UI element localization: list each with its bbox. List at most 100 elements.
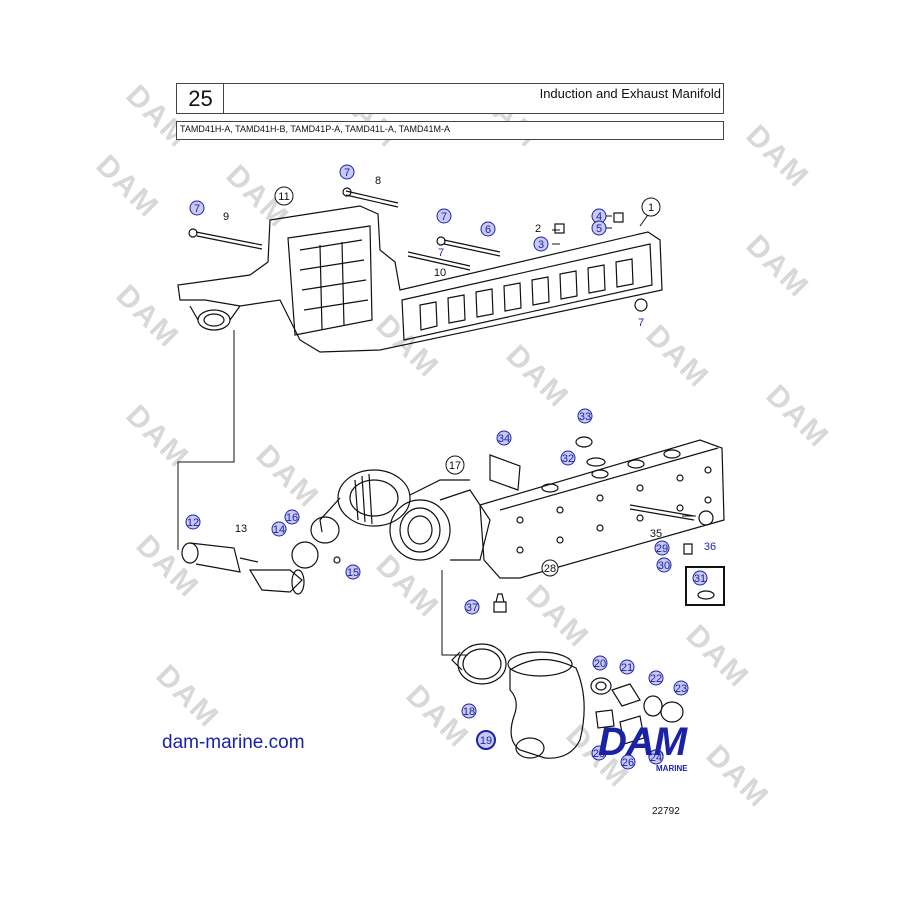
svg-text:7: 7 bbox=[194, 203, 200, 215]
callout-5: 5 bbox=[591, 220, 607, 236]
svg-text:30: 30 bbox=[658, 560, 670, 572]
callout-16: 16 bbox=[284, 509, 300, 525]
callout-18: 18 bbox=[461, 703, 477, 719]
svg-text:21: 21 bbox=[621, 662, 633, 674]
svg-text:17: 17 bbox=[449, 460, 461, 472]
section-title: Induction and Exhaust Manifold bbox=[539, 86, 721, 101]
section-title-box: Induction and Exhaust Manifold bbox=[223, 83, 724, 114]
svg-text:34: 34 bbox=[498, 433, 510, 445]
logo-subtext: MARINE bbox=[656, 764, 688, 773]
callout-15: 15 bbox=[345, 564, 361, 580]
hose-clamp bbox=[451, 643, 507, 685]
svg-text:7: 7 bbox=[438, 247, 444, 259]
callout-2: 2 bbox=[535, 223, 541, 235]
brand-logo: DAM MARINE bbox=[598, 720, 738, 774]
svg-text:13: 13 bbox=[235, 523, 247, 535]
svg-text:7: 7 bbox=[638, 317, 644, 329]
callout-22: 22 bbox=[648, 670, 664, 686]
callout-36: 36 bbox=[704, 541, 716, 553]
callout-20: 20 bbox=[592, 655, 608, 671]
svg-text:2: 2 bbox=[535, 223, 541, 235]
stud-and-nut bbox=[629, 504, 714, 555]
svg-text:7: 7 bbox=[441, 211, 447, 223]
induction-manifold bbox=[177, 205, 663, 353]
svg-text:18: 18 bbox=[463, 706, 475, 718]
callout-37: 37 bbox=[464, 599, 480, 615]
callout-21: 21 bbox=[619, 659, 635, 675]
clamps bbox=[291, 516, 341, 569]
svg-text:4: 4 bbox=[596, 211, 602, 223]
detail-box-31 bbox=[685, 566, 725, 606]
svg-text:26: 26 bbox=[622, 757, 634, 769]
callout-14: 14 bbox=[271, 521, 287, 537]
callout-23: 23 bbox=[673, 680, 689, 696]
callout-32: 32 bbox=[560, 450, 576, 466]
svg-text:11: 11 bbox=[278, 191, 289, 203]
callout-29: 29 bbox=[654, 540, 670, 556]
svg-text:19: 19 bbox=[480, 735, 492, 747]
svg-text:5: 5 bbox=[596, 223, 602, 235]
svg-text:29: 29 bbox=[656, 543, 668, 555]
callout-34: 34 bbox=[496, 430, 512, 446]
logo-wordmark: DAM bbox=[598, 720, 687, 764]
svg-text:20: 20 bbox=[594, 658, 606, 670]
callout-1: 1 bbox=[641, 197, 661, 217]
svg-text:35: 35 bbox=[650, 528, 662, 540]
svg-text:16: 16 bbox=[286, 512, 298, 524]
svg-text:6: 6 bbox=[485, 224, 491, 236]
svg-text:37: 37 bbox=[466, 602, 478, 614]
svg-text:10: 10 bbox=[434, 267, 446, 279]
callout-7: 7 bbox=[638, 317, 644, 329]
callout-31: 31 bbox=[692, 570, 708, 586]
callout-7: 7 bbox=[189, 200, 205, 216]
callout-11: 11 bbox=[274, 186, 294, 206]
svg-text:9: 9 bbox=[223, 211, 229, 223]
sensor bbox=[493, 593, 507, 613]
callout-7: 7 bbox=[339, 164, 355, 180]
svg-text:3: 3 bbox=[538, 239, 544, 251]
svg-text:25: 25 bbox=[593, 748, 605, 760]
svg-text:33: 33 bbox=[579, 411, 591, 423]
svg-text:1: 1 bbox=[648, 202, 654, 214]
callout-24: 24 bbox=[648, 749, 664, 765]
svg-text:8: 8 bbox=[375, 175, 381, 187]
svg-text:24: 24 bbox=[650, 752, 662, 764]
callout-26: 26 bbox=[620, 754, 636, 770]
callout-8: 8 bbox=[375, 175, 381, 187]
svg-text:12: 12 bbox=[187, 517, 199, 529]
callout-35: 35 bbox=[650, 528, 662, 540]
svg-text:22: 22 bbox=[650, 673, 662, 685]
model-list-box: TAMD41H-A, TAMD41H-B, TAMD41P-A, TAMD41L… bbox=[176, 121, 724, 140]
callout-7: 7 bbox=[436, 208, 452, 224]
section-number-box: 25 bbox=[176, 83, 225, 114]
svg-text:31: 31 bbox=[694, 573, 706, 585]
model-list: TAMD41H-A, TAMD41H-B, TAMD41P-A, TAMD41L… bbox=[180, 124, 451, 134]
exhaust-elbow bbox=[507, 651, 585, 759]
callout-28: 28 bbox=[541, 559, 559, 577]
callout-33: 33 bbox=[577, 408, 593, 424]
studs-and-bolts bbox=[188, 187, 648, 312]
callout-30: 30 bbox=[656, 557, 672, 573]
svg-text:7: 7 bbox=[344, 167, 350, 179]
svg-text:36: 36 bbox=[704, 541, 716, 553]
callout-13: 13 bbox=[235, 523, 247, 535]
svg-text:15: 15 bbox=[347, 567, 359, 579]
callout-3: 3 bbox=[533, 236, 549, 252]
website-link[interactable]: dam-marine.com bbox=[162, 732, 305, 753]
svg-text:32: 32 bbox=[562, 453, 574, 465]
callout-9: 9 bbox=[223, 211, 229, 223]
callout-6: 6 bbox=[480, 221, 496, 237]
svg-text:28: 28 bbox=[544, 563, 556, 575]
svg-text:23: 23 bbox=[675, 683, 687, 695]
callout-25: 25 bbox=[591, 745, 607, 761]
intake-hose bbox=[181, 542, 305, 595]
callout-19: 19 bbox=[476, 730, 496, 750]
turbocharger bbox=[319, 469, 491, 561]
svg-text:14: 14 bbox=[273, 524, 285, 536]
exhaust-manifold bbox=[479, 436, 725, 579]
section-number: 25 bbox=[188, 86, 213, 111]
o-ring bbox=[697, 590, 715, 600]
